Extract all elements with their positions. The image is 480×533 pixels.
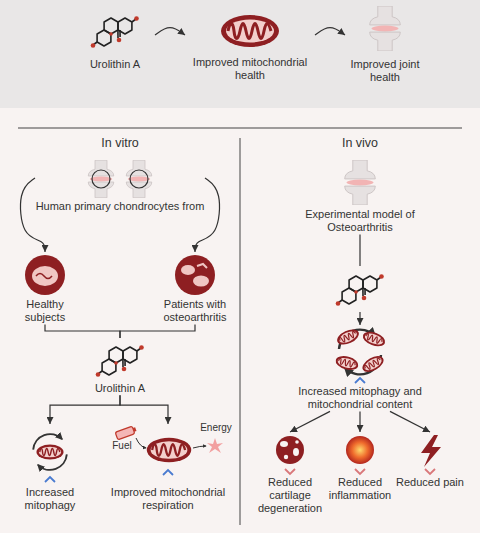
node-label: Human primary chondrocytes from (35, 200, 205, 213)
icon-node: Reduced cartilage degeneration (255, 432, 325, 516)
connector (120, 395, 168, 424)
icon-node: Increased mitophagy (10, 424, 90, 512)
pain-bolt-icon (421, 435, 441, 467)
icon-node: Improved mitochondrial respiration (103, 424, 233, 512)
mitochondrion-icon (147, 438, 191, 463)
node-label: Increased mitophagy and mitochondrial co… (285, 385, 435, 411)
increase-caret (355, 378, 365, 383)
connector (315, 28, 345, 35)
icon-node: Improved joint health (345, 8, 425, 84)
connector (359, 411, 360, 432)
joint-icon (370, 6, 401, 51)
icon-node: Human primary chondrocytes from (35, 158, 205, 213)
mitochondrion-icon (335, 326, 361, 347)
icon-node: Reduced pain (395, 432, 465, 489)
panel-heading: In vitro (70, 136, 170, 151)
node-label: Improved joint health (345, 58, 425, 84)
joint-icon (126, 160, 152, 198)
node-label: Urolithin A (80, 382, 160, 395)
icon-node: Increased mitophagy and mitochondrial co… (285, 325, 435, 411)
node-label: Reduced inflammation (325, 476, 395, 502)
icon-node: Patients with osteoarthritis (155, 252, 235, 324)
increase-caret (163, 470, 173, 475)
osteoarthritis-cell-icon (175, 255, 215, 295)
node-label: Improved mitochondrial respiration (103, 486, 233, 512)
joint-icon (88, 160, 114, 198)
icon-node: Reduced inflammation (325, 432, 395, 502)
panel-heading: In vivo (310, 136, 410, 151)
connector (155, 28, 185, 35)
connector (20, 178, 45, 252)
node-label: Reduced cartilage degeneration (255, 476, 325, 516)
energy-arrow (193, 446, 206, 448)
connector (120, 324, 195, 338)
zoom-circle (130, 170, 148, 188)
icon-node: Improved mitochondrial health (185, 8, 315, 82)
cycle-arrows (33, 434, 67, 470)
divider-line (240, 138, 241, 525)
healthy-cell-icon (25, 255, 65, 295)
icon-label: Fuel (104, 440, 140, 452)
cartilage-degeneration-icon (276, 436, 304, 464)
zoom-circle (92, 170, 110, 188)
fuel-arrow (136, 438, 146, 448)
mitochondrion-icon (334, 354, 360, 372)
mitochondrion-icon (36, 445, 63, 460)
connector (195, 178, 220, 252)
icon-node: Healthy subjects (15, 252, 75, 324)
connector (45, 324, 120, 338)
connector (290, 411, 330, 432)
decrease-caret (355, 469, 365, 474)
node-label: Urolithin A (75, 58, 155, 71)
increase-caret (45, 477, 55, 482)
bottom-panel (0, 108, 480, 533)
icon-node: Urolithin A (80, 338, 160, 395)
energy-spark (207, 438, 223, 453)
decrease-caret (285, 469, 295, 474)
connector (50, 395, 120, 424)
line-gap-patch (336, 266, 384, 312)
node-label: Improved mitochondrial health (185, 56, 315, 82)
icon-label: Energy (196, 422, 236, 434)
inflammation-icon (346, 436, 374, 464)
fuel-battery-icon (115, 425, 137, 440)
divider-line (18, 127, 462, 128)
connector (390, 411, 430, 432)
mitochondrion-icon (361, 329, 387, 349)
node-label: Increased mitophagy (10, 486, 90, 512)
mitochondrion-icon (360, 353, 386, 376)
top-band (0, 0, 480, 108)
node-label: Reduced pain (395, 476, 465, 489)
mitochondrion-icon (221, 15, 279, 47)
node-label: Experimental model of Osteoarthritis (295, 208, 425, 234)
joint-icon (345, 160, 376, 205)
icon-node: Urolithin A (75, 8, 155, 71)
node-label: Healthy subjects (15, 298, 75, 324)
decrease-caret (425, 469, 435, 474)
molecule-icon (96, 345, 144, 377)
molecule-icon (91, 16, 139, 48)
icon-node: Experimental model of Osteoarthritis (295, 158, 425, 234)
molecule-icon (336, 274, 384, 306)
node-label: Patients with osteoarthritis (155, 298, 235, 324)
